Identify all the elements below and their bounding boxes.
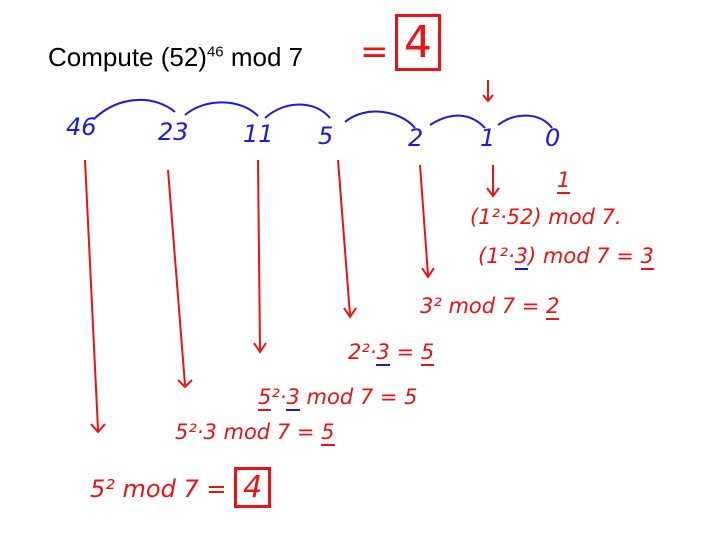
step-7: 5² mod 7 = 4 — [90, 467, 272, 508]
step-5: 5²·3 mod 7 = 5 — [258, 385, 418, 411]
arrow-11-5 — [264, 103, 331, 119]
arrow-1-0 — [497, 114, 553, 129]
seq-2: 2 — [408, 124, 424, 152]
seq-23: 23 — [158, 118, 189, 146]
arrow-2-1 — [429, 114, 486, 129]
seq-46: 46 — [66, 113, 97, 141]
answer-equals: = — [360, 32, 389, 72]
step-1: (1²·52) mod 7. — [470, 205, 622, 229]
base-value: 1 — [557, 168, 571, 194]
final-answer: 4 — [395, 14, 441, 71]
title-rest: mod 7 — [223, 42, 304, 72]
title-base: Compute (52) — [48, 42, 207, 72]
seq-0: 0 — [545, 124, 561, 152]
arrow-23-11 — [184, 101, 259, 117]
seq-1: 1 — [480, 124, 496, 152]
step-4: 2²·3 = 5 — [348, 340, 435, 366]
seq-5: 5 — [318, 122, 334, 150]
step-3: 3² mod 7 = 2 — [420, 294, 560, 320]
title-exponent: 46 — [206, 43, 224, 61]
seq-11: 11 — [243, 120, 274, 148]
arrow-5-2 — [344, 110, 416, 129]
halving-arrows — [94, 99, 553, 129]
arrow-46-23 — [94, 99, 176, 119]
down-arrows — [84, 80, 500, 434]
step-2: (1²·3) mod 7 = 3 — [478, 244, 654, 270]
slide-title: Compute (52)46 mod 7 — [48, 42, 303, 73]
step-6: 5²·3 mod 7 = 5 — [175, 420, 335, 446]
